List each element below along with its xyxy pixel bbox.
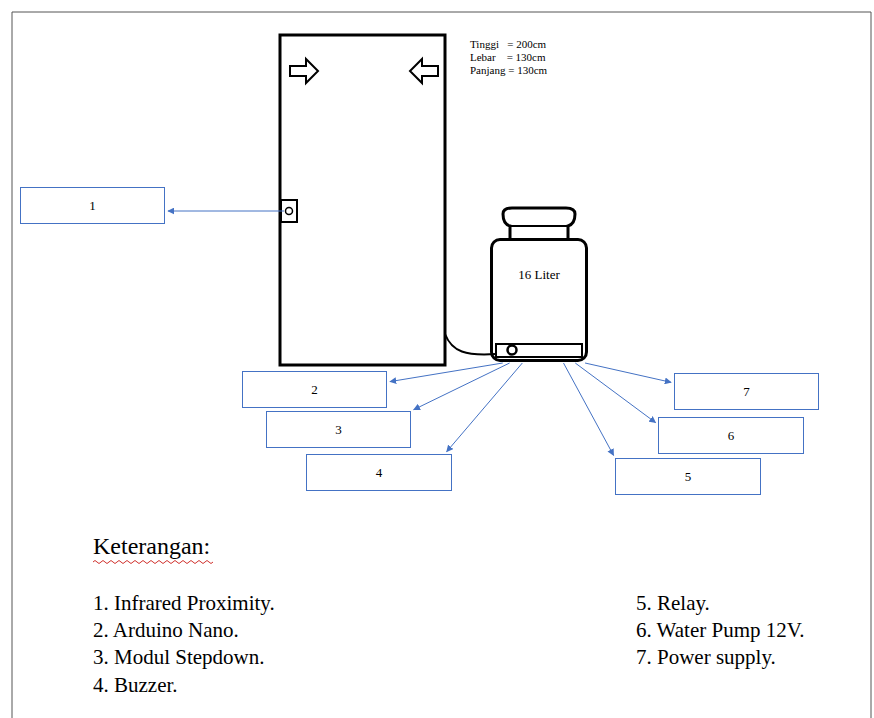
- callout-box: 5: [615, 458, 761, 495]
- legend-item: 1. Infrared Proximity.: [93, 591, 275, 616]
- dimension-label: Tinggi = 200cm: [470, 38, 546, 50]
- hose: [445, 334, 496, 354]
- pump-outlet: [508, 346, 517, 355]
- callout-box: 4: [306, 454, 452, 491]
- callout-number: 2: [311, 382, 318, 398]
- leader-arrow: [575, 363, 655, 423]
- leader-arrow: [168, 211, 284, 212]
- dimension-label: Lebar = 130cm: [470, 51, 546, 63]
- callout-box: 3: [266, 411, 411, 448]
- callout-number: 4: [376, 465, 383, 481]
- leader-arrow: [414, 363, 510, 410]
- callout-number: 1: [89, 198, 96, 214]
- capacity-label: 16 Liter: [518, 267, 560, 283]
- jug-cap-line: [510, 225, 568, 227]
- callout-number: 7: [743, 384, 750, 400]
- legend-item: 6. Water Pump 12V.: [636, 618, 804, 643]
- spell-underline: [93, 561, 213, 564]
- legend-item: 2. Arduino Nano.: [93, 618, 239, 643]
- sensor-lens: [286, 208, 293, 215]
- callout-number: 5: [685, 469, 692, 485]
- legend-item: 7. Power supply.: [636, 645, 776, 670]
- control-panel: [496, 344, 582, 357]
- leader-arrow: [390, 363, 503, 382]
- callout-number: 3: [335, 422, 342, 438]
- legend-item: 3. Modul Stepdown.: [93, 645, 265, 670]
- legend-item: 5. Relay.: [636, 591, 710, 616]
- cabinet: [280, 35, 445, 365]
- dimension-label: Panjang = 130cm: [470, 64, 547, 76]
- page-frame: [12, 12, 871, 718]
- legend-item: 4. Buzzer.: [93, 673, 178, 698]
- jug-cap: [503, 208, 575, 238]
- callout-box: 6: [658, 417, 804, 454]
- leader-arrow: [447, 363, 523, 452]
- water-container: 16 Liter: [490, 238, 588, 362]
- callout-box: 2: [242, 371, 387, 408]
- callout-box: 7: [674, 373, 819, 410]
- airflow-arrow-in: [290, 59, 318, 83]
- callout-box: 1: [20, 187, 165, 224]
- airflow-arrow-in: [410, 59, 438, 83]
- leader-arrow: [564, 363, 614, 455]
- callout-number: 6: [728, 428, 735, 444]
- legend-heading: Keterangan:: [93, 533, 210, 560]
